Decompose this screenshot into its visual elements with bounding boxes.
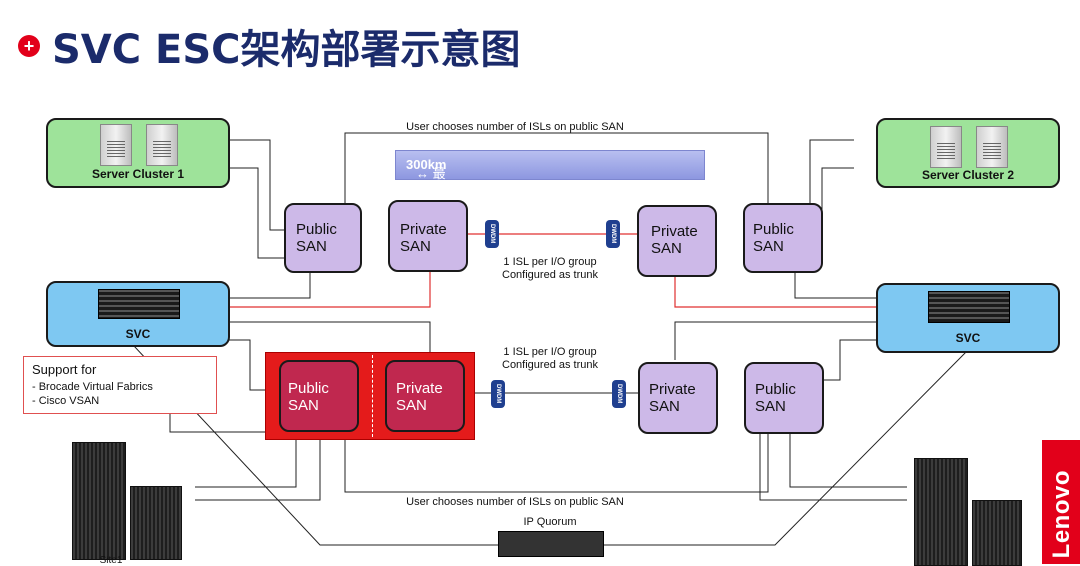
site2-link-2 <box>759 430 907 501</box>
support-line-2: - Cisco VSAN <box>32 395 100 407</box>
svc-right-link-3 <box>820 339 877 381</box>
trunk-top-caption: 1 ISL per I/O group Configured as trunk <box>502 256 598 281</box>
site1-link-1 <box>195 430 297 488</box>
storage-rack-icon <box>914 458 968 566</box>
page-title: SVC ESC架构部署示意图 <box>52 27 521 73</box>
banner-distance: 300km <box>406 157 447 172</box>
public-san-top-left: Public SAN <box>284 203 362 273</box>
svc-right-link-2 <box>674 321 877 360</box>
support-note: Support for - Brocade Virtual Fabrics - … <box>23 356 217 414</box>
cluster1-link <box>226 139 284 231</box>
san-label: Public SAN <box>288 380 329 414</box>
isl-top-caption: User chooses number of ISLs on public SA… <box>406 121 624 133</box>
quorum-server-icon <box>498 531 604 557</box>
support-title: Support for <box>32 362 97 377</box>
private-san-bottom-right: Private SAN <box>638 362 718 434</box>
server-icon <box>146 124 178 166</box>
san-label: Private SAN <box>649 381 696 415</box>
private-san-top-left: Private SAN <box>388 200 468 272</box>
san-label: Private SAN <box>400 221 447 255</box>
svc-right-private-link <box>674 273 877 308</box>
dwdm-icon: DWDM <box>612 380 626 408</box>
distance-banner: ↔ 最远支持300km <box>395 150 705 219</box>
svc-left-link-2 <box>227 321 431 352</box>
public-san-top-right: Public SAN <box>743 203 823 273</box>
storage-rack-icon <box>130 486 182 560</box>
lenovo-logo-text: Lenovo <box>1048 469 1075 558</box>
private-san-top-right: Private SAN <box>637 205 717 277</box>
san-label: Private SAN <box>651 223 698 257</box>
server-cluster-1: Server Cluster 1 <box>46 118 230 188</box>
server-icon <box>930 126 962 168</box>
cluster2-link-2 <box>820 167 854 259</box>
top-isl-line <box>344 132 769 203</box>
server-icon <box>100 124 132 166</box>
server-cluster-2-label: Server Cluster 2 <box>921 168 1015 182</box>
site1-link-2 <box>195 430 321 501</box>
slide-header: + SVC ESC架构部署示意图 <box>18 18 521 74</box>
site2-link-1 <box>789 430 907 488</box>
server-cluster-2: Server Cluster 2 <box>876 118 1060 188</box>
public-san-bottom-left: Public SAN <box>279 360 359 432</box>
svc-node-icon <box>98 289 180 319</box>
svc-left-label: SVC <box>125 327 151 341</box>
trunk-bottom-caption: 1 ISL per I/O group Configured as trunk <box>502 346 598 371</box>
isl-bottom-caption: User chooses number of ISLs on public SA… <box>406 496 624 508</box>
dwdm-icon: DWDM <box>485 220 499 248</box>
dwdm-icon: DWDM <box>491 380 505 408</box>
public-san-bottom-right: Public SAN <box>744 362 824 434</box>
support-line-1: - Brocade Virtual Fabrics <box>32 381 153 393</box>
storage-rack-icon <box>72 442 126 560</box>
fabric-divider <box>372 355 373 437</box>
san-label: Public SAN <box>296 221 337 255</box>
red-bullet-icon: + <box>18 35 40 57</box>
server-cluster-1-label: Server Cluster 1 <box>91 167 185 181</box>
svc-left: SVC <box>46 281 230 347</box>
svc-node-icon <box>928 291 1010 323</box>
site1-label: Site1 <box>99 556 123 564</box>
quorum-link-right <box>600 347 971 546</box>
svc-right-link-1 <box>794 270 877 299</box>
svc-left-private-link <box>227 270 431 308</box>
support-arrow-line <box>169 412 276 433</box>
san-label: Public SAN <box>755 381 796 415</box>
ip-quorum-label: IP Quorum <box>523 516 577 528</box>
bottom-isl-line <box>344 430 769 493</box>
server-icon <box>976 126 1008 168</box>
svc-right-label: SVC <box>955 331 981 345</box>
svc-left-link-1 <box>227 270 311 299</box>
svc-right: SVC <box>876 283 1060 353</box>
dwdm-icon: DWDM <box>606 220 620 248</box>
lenovo-logo: Lenovo <box>1042 440 1080 564</box>
san-label: Private SAN <box>396 380 443 414</box>
san-label: Public SAN <box>753 221 794 255</box>
cluster1-link-2 <box>226 167 284 259</box>
private-san-bottom-left: Private SAN <box>385 360 465 432</box>
storage-rack-icon <box>972 500 1022 566</box>
